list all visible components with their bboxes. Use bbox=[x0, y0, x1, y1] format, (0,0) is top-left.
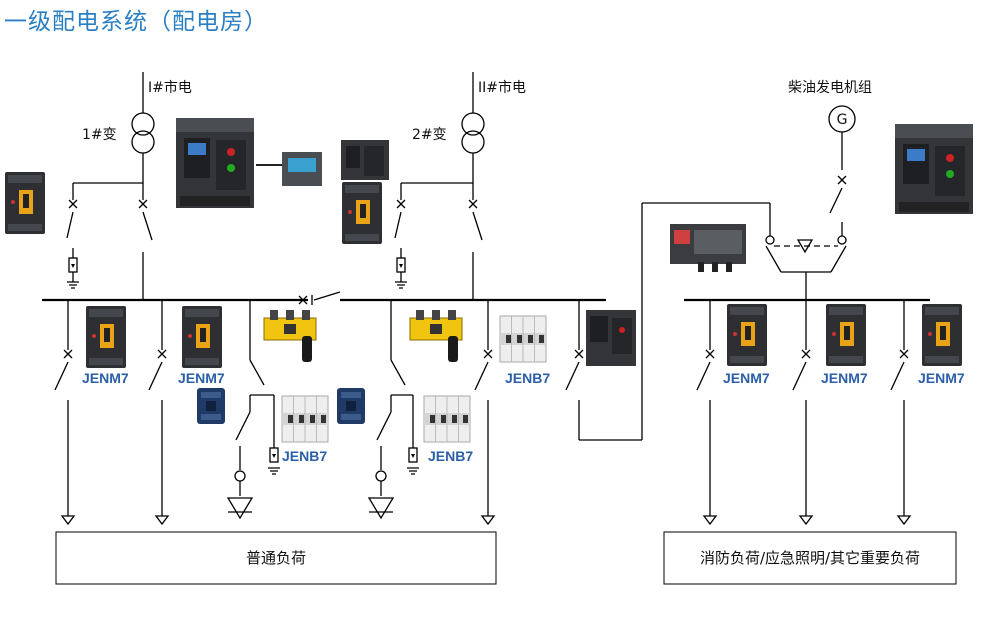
acb-image-main bbox=[176, 118, 322, 208]
transformer1-label: 1#变 bbox=[82, 127, 117, 143]
isolator-image-1 bbox=[263, 309, 317, 363]
contactor-image-2 bbox=[337, 388, 365, 424]
label-jenb7-1: JENB7 bbox=[505, 370, 550, 386]
feeder-3 bbox=[474, 300, 495, 525]
incomer1-breaker bbox=[138, 183, 153, 300]
generator-symbol: G bbox=[828, 105, 856, 236]
label-jenm7-1: JENM7 bbox=[82, 370, 129, 386]
transformer2-symbol bbox=[461, 72, 485, 183]
label-jenm7-5: JENM7 bbox=[918, 370, 965, 386]
capacitor-feeder-2 bbox=[367, 300, 420, 520]
mccb-image-feeder4 bbox=[727, 304, 767, 366]
interconnect-feeder bbox=[565, 202, 771, 441]
acb-image-2 bbox=[341, 140, 389, 180]
main-bus-left bbox=[42, 291, 606, 305]
surge-protector-1 bbox=[66, 183, 80, 289]
load-box-emergency: 消防负荷/应急照明/其它重要负荷 bbox=[663, 531, 957, 585]
surge-protector-2 bbox=[394, 183, 408, 289]
incomer2-breaker bbox=[468, 183, 483, 300]
load-normal-label: 普通负荷 bbox=[246, 549, 306, 567]
mcb-image-cap1 bbox=[281, 395, 329, 443]
label-jenb7-3: JENB7 bbox=[428, 448, 473, 464]
capacitor-feeder-1 bbox=[226, 300, 281, 520]
feeder-2 bbox=[148, 300, 169, 525]
mccb-image-spd2 bbox=[342, 182, 382, 244]
ats-image bbox=[670, 224, 746, 272]
acb-image-generator bbox=[895, 124, 973, 214]
mcb-image-cap2 bbox=[423, 395, 471, 443]
mains1-label: I#市电 bbox=[148, 79, 192, 96]
label-jenb7-2: JENB7 bbox=[282, 448, 327, 464]
isolator-image-2 bbox=[409, 309, 463, 363]
contactor-image-1 bbox=[197, 388, 225, 424]
acb-image-interconnect bbox=[586, 310, 636, 366]
transformer1-symbol bbox=[131, 72, 155, 183]
load-emergency-label: 消防负荷/应急照明/其它重要负荷 bbox=[700, 549, 920, 567]
mcb-image-feeder3 bbox=[499, 315, 547, 363]
mccb-image-feeder6 bbox=[922, 304, 962, 366]
feeder-4 bbox=[696, 300, 717, 525]
feeder-5 bbox=[792, 300, 813, 525]
label-jenm7-4: JENM7 bbox=[821, 370, 868, 386]
generator-label: 柴油发电机组 bbox=[788, 80, 872, 96]
mccb-image-feeder5 bbox=[826, 304, 866, 366]
feeder-1 bbox=[54, 300, 75, 525]
feeder-6 bbox=[890, 300, 911, 525]
label-jenm7-2: JENM7 bbox=[178, 370, 225, 386]
mains2-label: II#市电 bbox=[478, 79, 526, 96]
mccb-image-feeder2 bbox=[182, 306, 222, 368]
generator-g-label: G bbox=[837, 112, 848, 128]
page-title: 一级配电系统（配电房） bbox=[4, 9, 268, 35]
transformer2-label: 2#变 bbox=[412, 127, 447, 143]
ats-switch bbox=[765, 235, 847, 300]
mccb-image-feeder1 bbox=[86, 306, 126, 368]
load-box-normal: 普通负荷 bbox=[55, 531, 497, 585]
mccb-image-spd1 bbox=[5, 172, 45, 234]
label-jenm7-3: JENM7 bbox=[723, 370, 770, 386]
